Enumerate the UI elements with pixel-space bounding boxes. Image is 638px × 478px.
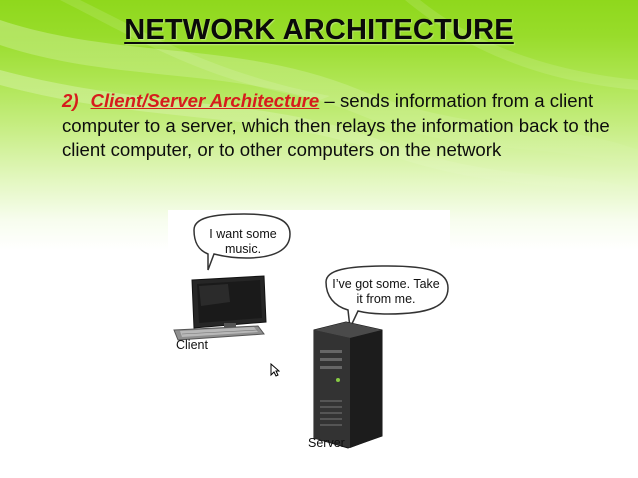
- client-server-illustration: I want some music. I’ve got some. Take i…: [168, 210, 450, 468]
- keyboard-icon: [173, 325, 265, 341]
- body-paragraph: 2) Client/Server Architecture – sends inf…: [62, 89, 622, 163]
- item-number: 2): [62, 90, 79, 111]
- server-bubble-text: I’ve got some. Take it from me.: [332, 277, 440, 306]
- client-label: Client: [176, 338, 208, 352]
- server-tower-icon: [313, 321, 383, 449]
- item-term: Client/Server Architecture: [90, 90, 320, 111]
- slide-title: NETWORK ARCHITECTURE: [124, 14, 514, 46]
- background-streaks: [0, 20, 638, 200]
- illustration-drawing: [173, 213, 449, 449]
- pointer-cursor-icon: [270, 363, 280, 377]
- server-label: Server: [308, 436, 345, 450]
- item-description: – sends information from a client comput…: [62, 90, 610, 160]
- client-bubble-text: I want some music.: [209, 227, 277, 256]
- speech-bubble-icon: [193, 213, 291, 271]
- speech-bubble-icon: [325, 265, 449, 331]
